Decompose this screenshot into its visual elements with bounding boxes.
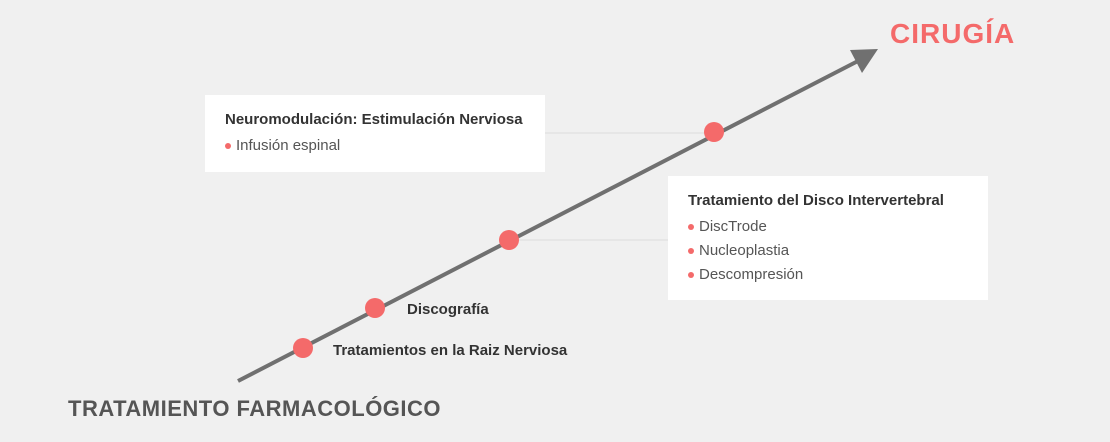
card-list-disc-treatment: DiscTrode Nucleoplastia Descompresión — [688, 215, 968, 287]
bullet-icon — [225, 143, 231, 149]
card-list-neuromodulation: Infusión espinal — [225, 134, 525, 158]
progression-arrow-line — [237, 59, 859, 383]
list-item-label: Descompresión — [699, 266, 804, 283]
list-item-label: Nucleoplastia — [699, 242, 790, 259]
card-title-disc-treatment: Tratamiento del Disco Intervertebral — [688, 192, 944, 209]
bullet-icon — [688, 272, 694, 278]
title-surgery: CIRUGÍA — [890, 18, 1016, 49]
milestone-label-nerve-root: Tratamientos en la Raiz Nerviosa — [333, 342, 568, 359]
list-item-label: DiscTrode — [699, 218, 767, 235]
milestone-dot-discography — [365, 298, 385, 318]
list-item: DiscTrode — [688, 215, 968, 239]
milestone-dot-nerve-root — [293, 338, 313, 358]
card-neuromodulation: Neuromodulación: Estimulación Nerviosa I… — [205, 95, 545, 172]
bullet-icon — [688, 248, 694, 254]
title-pharmacological-treatment: TRATAMIENTO FARMACOLÓGICO — [68, 396, 442, 421]
card-title-neuromodulation: Neuromodulación: Estimulación Nerviosa — [225, 111, 523, 128]
list-item: Infusión espinal — [225, 134, 525, 158]
list-item-label: Infusión espinal — [236, 137, 341, 154]
bullet-icon — [688, 224, 694, 230]
list-item: Descompresión — [688, 263, 968, 287]
progression-arrow-head — [850, 49, 878, 73]
list-item: Nucleoplastia — [688, 239, 968, 263]
milestone-label-discography: Discografía — [407, 301, 489, 318]
milestone-dot-disc-treatment — [499, 230, 519, 250]
card-disc-treatment: Tratamiento del Disco Intervertebral Dis… — [668, 176, 988, 300]
milestone-dot-neuromodulation — [704, 122, 724, 142]
